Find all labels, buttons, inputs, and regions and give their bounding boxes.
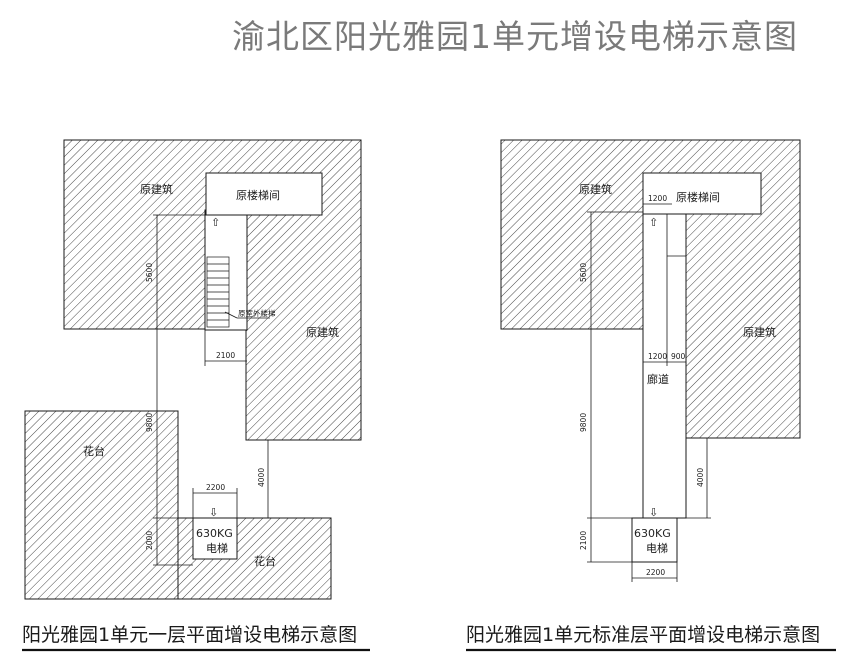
right-elevator-arrow-icon: ⇩ bbox=[649, 506, 658, 519]
left-up-arrow-icon: ⇧ bbox=[211, 216, 220, 229]
left-elevator-arrow-icon: ⇩ bbox=[209, 506, 218, 519]
right-corridor bbox=[642, 211, 687, 519]
right-plan: 原楼梯间 1200 ⇧ 原建筑 原建筑 廊道 630KG 电梯 ⇩ 5600 9… bbox=[466, 139, 836, 652]
left-elevator-label: 电梯 bbox=[206, 542, 228, 555]
left-caption: 阳光雅园1单元一层平面增设电梯示意图 bbox=[22, 624, 357, 646]
right-elevator-capacity: 630KG bbox=[634, 527, 671, 540]
right-dim-900: 900 bbox=[671, 352, 686, 361]
left-elevator-shaft bbox=[192, 517, 238, 560]
right-building-label-2: 原建筑 bbox=[743, 325, 776, 339]
right-elevator-label: 电梯 bbox=[646, 542, 668, 555]
right-dim-2200: 2200 bbox=[646, 568, 665, 577]
left-dim-5600: 5600 bbox=[145, 263, 154, 282]
right-dim-1200: 1200 bbox=[648, 352, 667, 361]
left-stair-treads bbox=[206, 256, 230, 328]
right-stairwell-label: 原楼梯间 bbox=[676, 190, 720, 204]
left-stair-note: 原室外楼梯 bbox=[238, 308, 276, 318]
left-dim-9800: 9800 bbox=[145, 413, 154, 432]
left-stairwell-label: 原楼梯间 bbox=[236, 188, 280, 202]
left-building-label-1: 原建筑 bbox=[140, 182, 173, 196]
left-garden-label-2: 花台 bbox=[254, 554, 276, 568]
right-dimensions: 5600 9800 2100 1200 900 4000 2200 bbox=[579, 211, 711, 582]
right-stairwell-box bbox=[642, 172, 762, 215]
right-corridor-label: 廊道 bbox=[647, 372, 669, 386]
left-dim-4000: 4000 bbox=[257, 468, 266, 487]
page-title: 渝北区阳光雅园1单元增设电梯示意图 bbox=[232, 17, 798, 56]
left-stairwell-box bbox=[205, 172, 323, 216]
left-dimensions: 5600 9800 2000 2100 4000 2200 bbox=[145, 214, 274, 566]
right-dim-2100: 2100 bbox=[579, 531, 588, 550]
left-building-label-2: 原建筑 bbox=[306, 325, 339, 339]
left-dim-2100: 2100 bbox=[216, 351, 235, 360]
left-plan: 原室外楼梯 ⇧ 原楼梯间 原建筑 原建筑 花台 花台 630KG 电梯 ⇩ 56… bbox=[22, 139, 370, 652]
right-elevator-shaft bbox=[631, 517, 678, 563]
right-caption: 阳光雅园1单元标准层平面增设电梯示意图 bbox=[466, 624, 820, 646]
right-dim-1200-top: 1200 bbox=[648, 194, 667, 203]
left-dim-2200: 2200 bbox=[206, 483, 225, 492]
left-garden-1 bbox=[24, 410, 179, 600]
right-dim-4000: 4000 bbox=[696, 468, 705, 487]
right-up-arrow-icon: ⇧ bbox=[649, 216, 658, 229]
right-dim-5600: 5600 bbox=[579, 263, 588, 282]
left-garden-label-1: 花台 bbox=[83, 444, 105, 458]
left-dim-2000: 2000 bbox=[145, 531, 154, 550]
left-elevator-capacity: 630KG bbox=[196, 527, 233, 540]
right-building-label-1: 原建筑 bbox=[579, 182, 612, 196]
right-dim-9800: 9800 bbox=[579, 413, 588, 432]
